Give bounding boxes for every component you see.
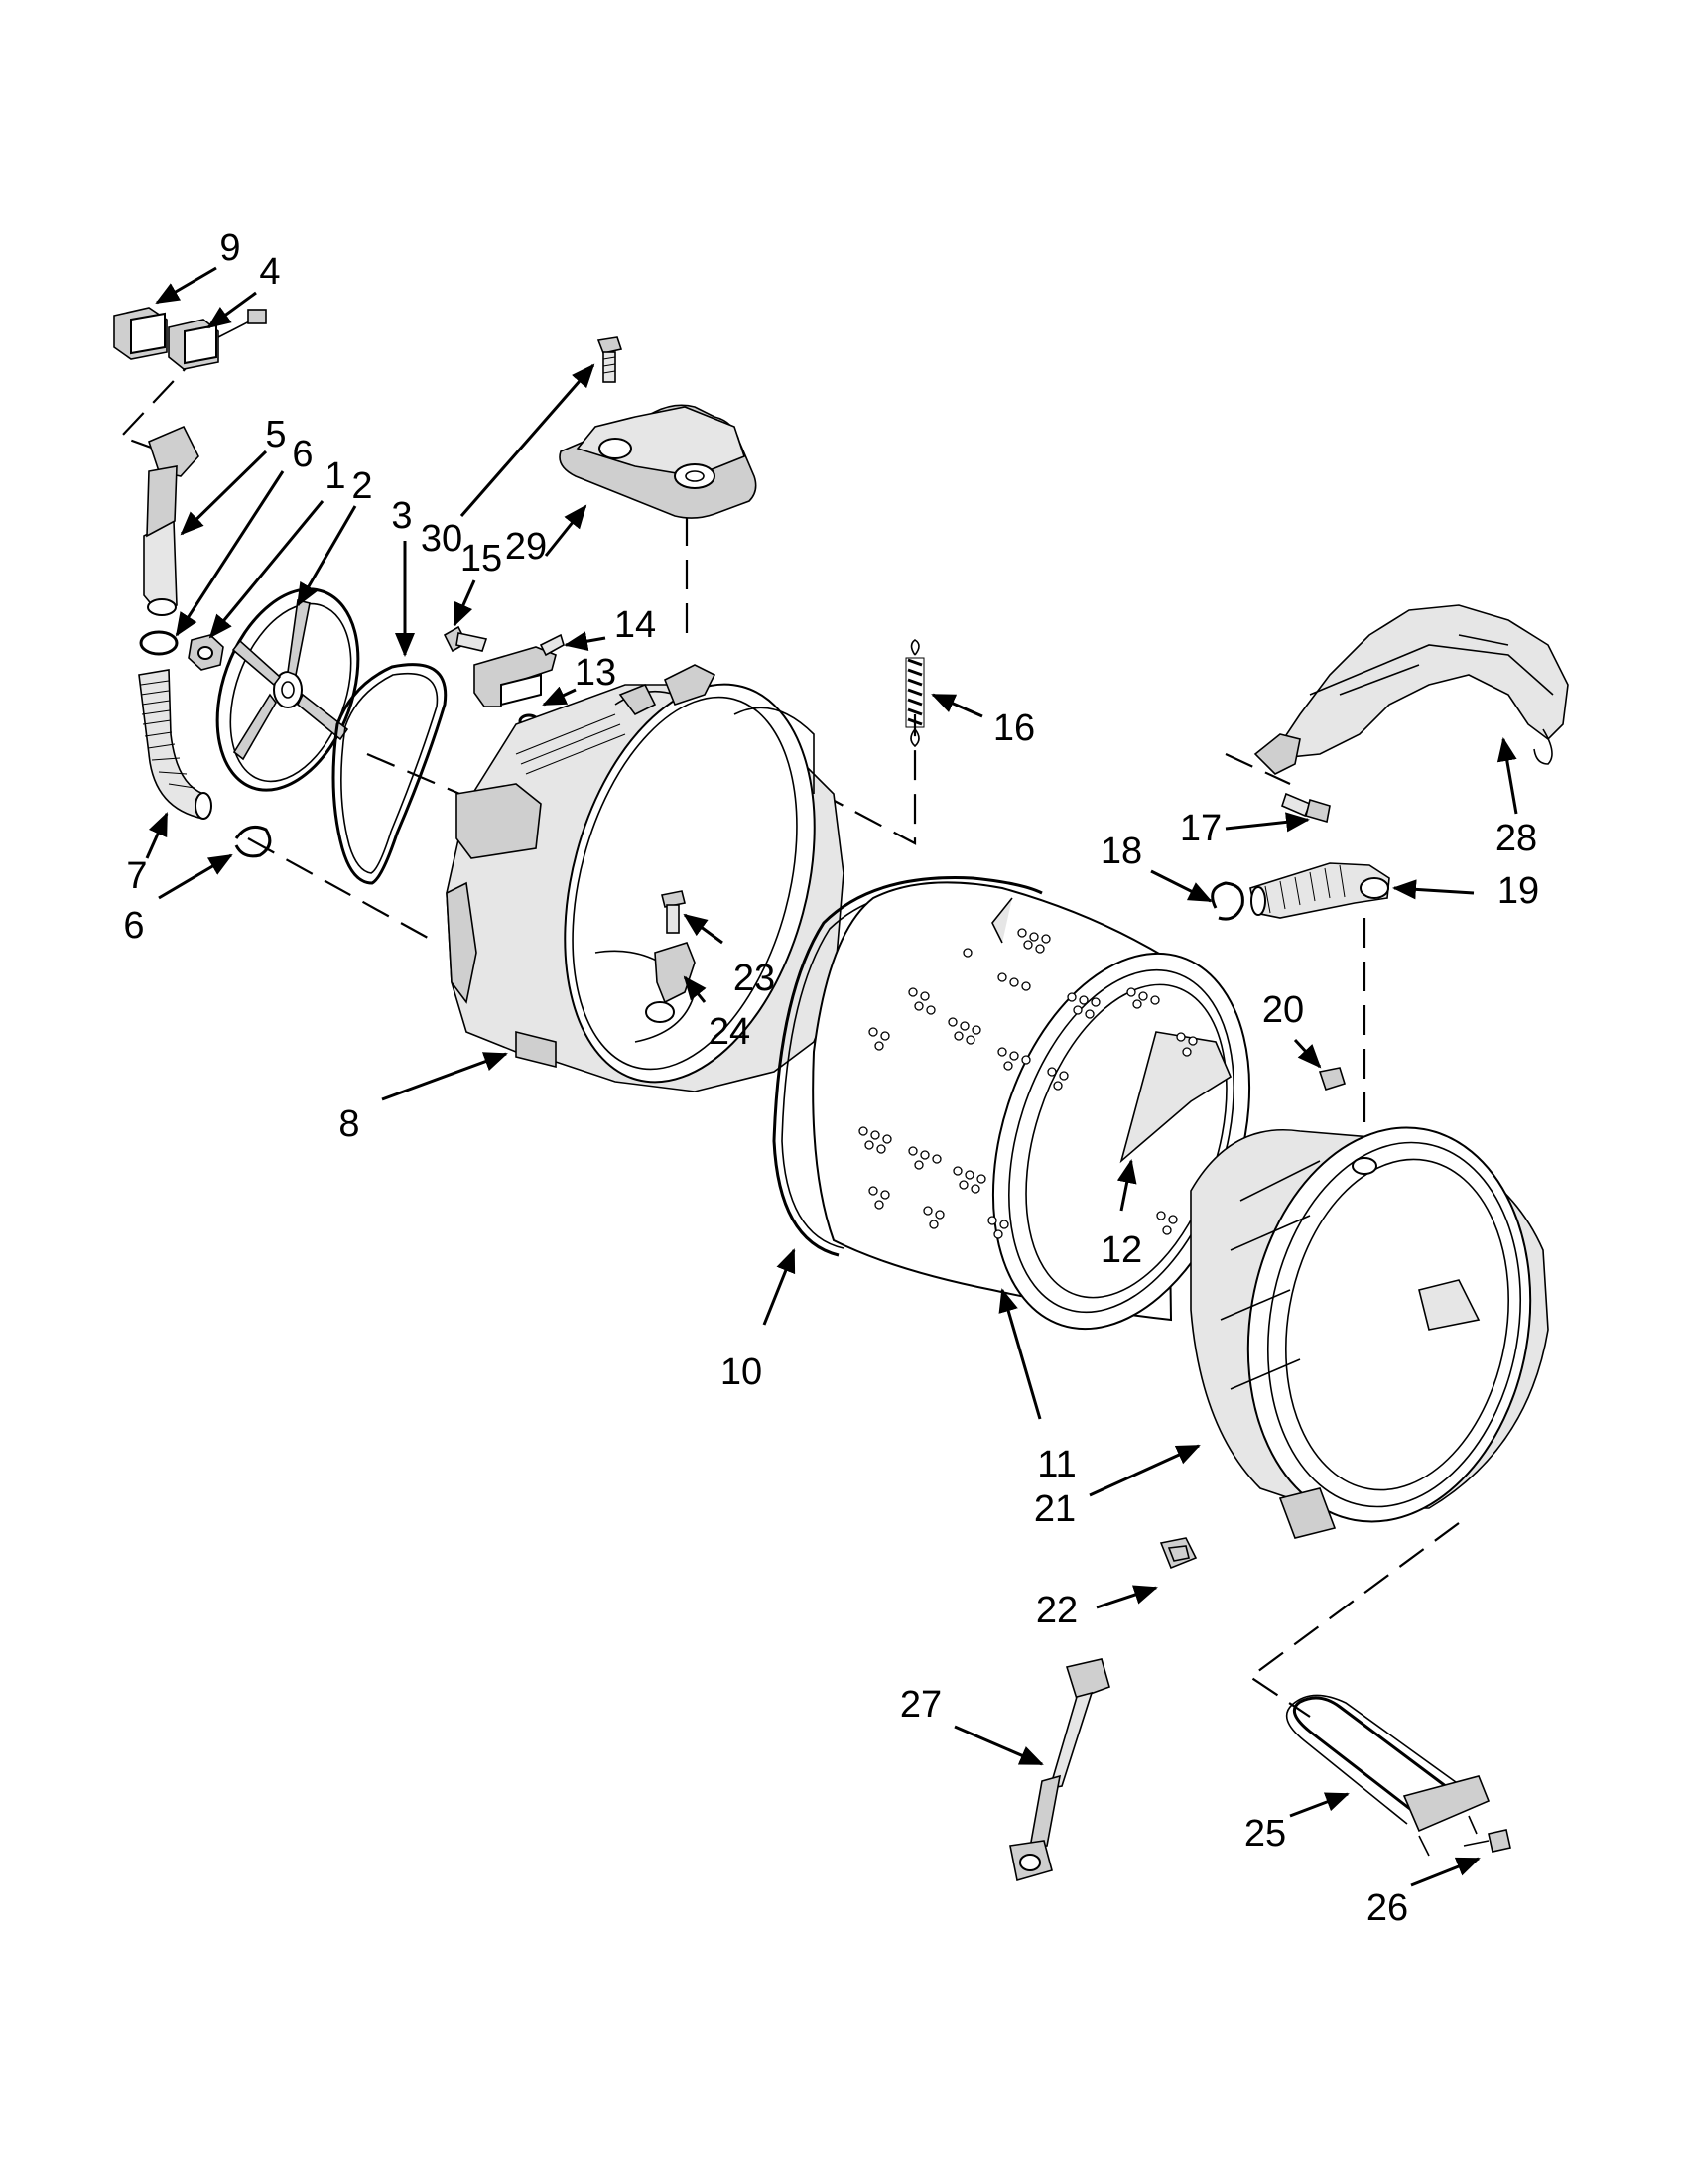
part-25-heater bbox=[1285, 1694, 1491, 1857]
part-15-screw bbox=[443, 625, 488, 653]
callout-4: 4 bbox=[259, 251, 280, 293]
drum-perforations bbox=[858, 928, 1198, 1239]
callout-9: 9 bbox=[219, 227, 240, 269]
part-19-bellows-hose bbox=[1249, 862, 1390, 919]
callout-labels: 9 4 5 6 1 2 3 30 15 29 14 13 16 7 6 23 2… bbox=[123, 227, 1539, 1929]
part-30-screw bbox=[596, 336, 623, 383]
part-8-rear-tub bbox=[446, 664, 844, 1092]
part-28-bracket bbox=[1253, 604, 1569, 775]
callout-17: 17 bbox=[1180, 808, 1222, 849]
callout-25: 25 bbox=[1244, 1813, 1286, 1855]
part-22-clip bbox=[1159, 1537, 1198, 1570]
part-11-drum bbox=[812, 881, 1251, 1331]
part-21-front-tub bbox=[1190, 1126, 1549, 1539]
callout-30: 30 bbox=[421, 518, 462, 560]
part-23-screw bbox=[661, 890, 686, 934]
part-2-pulley bbox=[215, 587, 360, 792]
callout-13: 13 bbox=[575, 652, 616, 694]
callout-3: 3 bbox=[391, 495, 412, 537]
part-27-shock-absorber bbox=[1009, 1658, 1110, 1882]
callout-27: 27 bbox=[900, 1684, 942, 1726]
callout-26: 26 bbox=[1366, 1887, 1408, 1929]
part-29-top-cover bbox=[559, 404, 757, 519]
callout-22: 22 bbox=[1036, 1590, 1078, 1631]
callout-24: 24 bbox=[709, 1011, 750, 1053]
part-1-nut bbox=[188, 634, 224, 671]
callout-20: 20 bbox=[1262, 989, 1304, 1031]
part-14-bracket bbox=[473, 633, 565, 707]
callout-28: 28 bbox=[1495, 818, 1537, 859]
callout-6: 6 bbox=[292, 434, 313, 475]
callout-10: 10 bbox=[720, 1351, 762, 1393]
part-5-drain-pump bbox=[143, 425, 199, 616]
part-17-bolt bbox=[1281, 792, 1331, 824]
part-18-clamp bbox=[1211, 881, 1244, 921]
callout-1: 1 bbox=[325, 455, 345, 497]
callout-7: 7 bbox=[126, 855, 147, 897]
part-9-housing bbox=[113, 307, 168, 360]
part-26-terminal bbox=[1463, 1829, 1511, 1853]
callout-19: 19 bbox=[1497, 870, 1539, 912]
callout-14: 14 bbox=[614, 604, 656, 646]
callout-18: 18 bbox=[1101, 831, 1142, 872]
callout-2: 2 bbox=[351, 465, 372, 507]
callout-21: 21 bbox=[1034, 1488, 1076, 1530]
callout-12: 12 bbox=[1101, 1229, 1142, 1271]
part-7-drain-hose bbox=[138, 669, 212, 820]
callout-5: 5 bbox=[265, 414, 286, 455]
callout-23: 23 bbox=[733, 958, 775, 999]
leader-lines bbox=[145, 266, 1518, 1887]
callout-29: 29 bbox=[505, 526, 547, 568]
part-6-clamp-top bbox=[139, 630, 179, 656]
callout-6: 6 bbox=[123, 905, 144, 947]
part-20-clip bbox=[1318, 1067, 1347, 1091]
part-16-spring bbox=[905, 639, 925, 748]
callout-15: 15 bbox=[460, 538, 502, 579]
callout-16: 16 bbox=[993, 707, 1035, 749]
part-6-clamp-bottom bbox=[234, 826, 272, 858]
part-4-connector bbox=[168, 309, 267, 370]
callout-11: 11 bbox=[1037, 1444, 1076, 1485]
part-3-drive-belt bbox=[331, 663, 448, 885]
callout-8: 8 bbox=[338, 1103, 359, 1145]
